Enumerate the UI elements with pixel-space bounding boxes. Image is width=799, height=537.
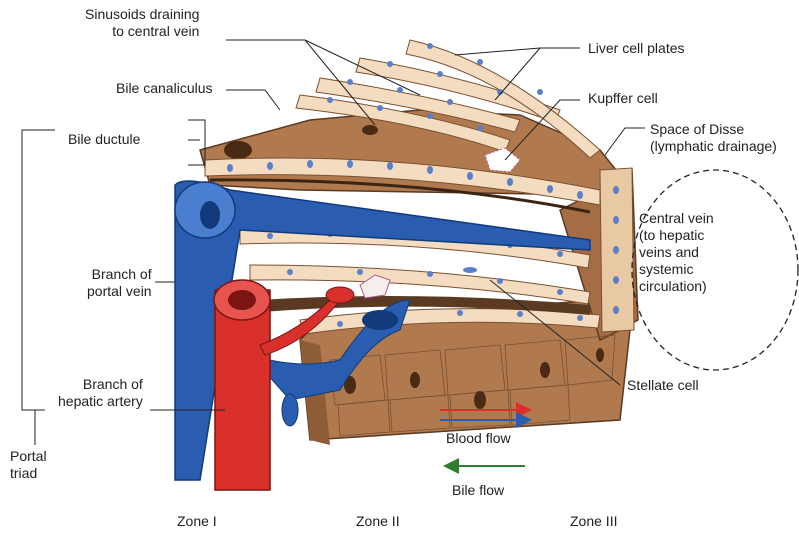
label-central-vein: Central vein (to hepatic veins and syste… [639,210,714,295]
label-portal-triad: Portal triad [10,448,47,482]
label-sinusoids: Sinusoids draining to central vein [85,6,199,40]
zone-label-2: Zone II [356,513,400,530]
label-bile-ductule: Bile ductule [68,131,140,148]
label-blood-flow: Blood flow [446,430,511,447]
label-branch-portal-vein: Branch of portal vein [87,266,152,300]
label-bile-flow: Bile flow [452,482,504,499]
label-branch-hepatic-artery: Branch of hepatic artery [58,376,143,410]
zone-label-3: Zone III [570,513,617,530]
stellate-cell [463,267,477,273]
zone-label-1: Zone I [177,513,217,530]
label-kupffer-cell: Kupffer cell [588,90,658,107]
label-liver-cell-plates: Liver cell plates [588,40,685,57]
label-space-of-disse: Space of Disse (lymphatic drainage) [650,121,777,155]
label-bile-canaliculus: Bile canaliculus [116,80,213,97]
label-stellate-cell: Stellate cell [627,377,699,394]
